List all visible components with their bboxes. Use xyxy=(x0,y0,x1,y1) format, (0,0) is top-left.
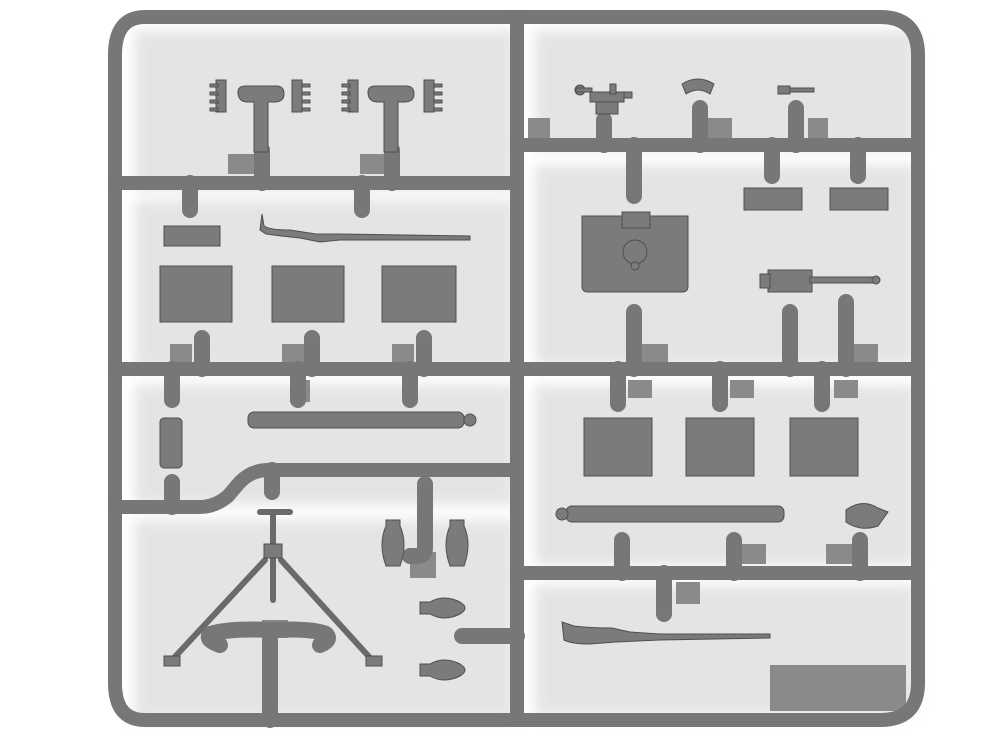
gate-pads xyxy=(170,118,906,711)
t-handle xyxy=(367,85,415,153)
barrel-long xyxy=(247,411,465,429)
fin-assemblies xyxy=(209,79,443,153)
curved-clip xyxy=(681,78,715,95)
ammo-box-right xyxy=(685,417,755,477)
sprue-runners xyxy=(108,10,925,727)
fin-part xyxy=(341,79,359,113)
ammo-box-right xyxy=(789,417,859,477)
fin-part xyxy=(209,79,227,113)
baseplate-ring xyxy=(622,239,648,265)
barrel-right xyxy=(565,505,785,523)
rifle-top xyxy=(259,213,471,243)
small-plate xyxy=(829,187,889,211)
rifle-bottom xyxy=(561,621,771,645)
canister xyxy=(159,417,183,469)
small-round xyxy=(419,597,466,619)
mortar-round xyxy=(381,519,405,567)
fin-part xyxy=(291,79,311,113)
parts xyxy=(159,78,889,681)
bipod-foot xyxy=(163,655,181,667)
grenade xyxy=(845,503,889,529)
ammo-box xyxy=(271,265,345,323)
small-plate xyxy=(163,225,221,247)
ammo-box-right xyxy=(583,417,653,477)
baseplate-runner xyxy=(200,476,525,728)
gate-stubs xyxy=(164,100,868,622)
bipod-foot xyxy=(365,655,383,667)
sight-part xyxy=(574,83,633,115)
small-plate xyxy=(743,187,803,211)
bipod xyxy=(169,509,375,663)
ammo-box xyxy=(159,265,233,323)
mortar-round xyxy=(445,519,469,567)
t-handle xyxy=(237,85,285,153)
bolt-part xyxy=(777,85,815,95)
fin-part xyxy=(423,79,443,113)
mg-part xyxy=(759,269,881,293)
outer-frame xyxy=(108,10,925,727)
small-round xyxy=(419,659,466,681)
baseplate-handle xyxy=(621,211,651,229)
bipod-collar xyxy=(263,543,283,559)
ammo-box xyxy=(381,265,457,323)
